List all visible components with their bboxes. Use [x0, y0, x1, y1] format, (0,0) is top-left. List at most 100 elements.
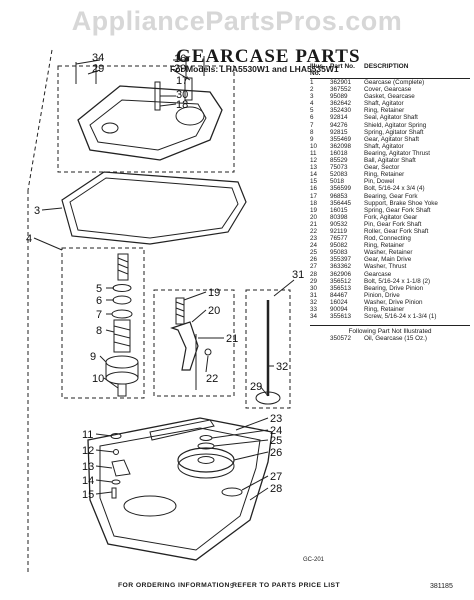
part-number: 80398: [330, 213, 348, 221]
part-description: Spring, Agitator Shaft: [364, 128, 424, 136]
part-number: 355469: [330, 135, 352, 143]
part-description: Ball, Agitator Shaft: [364, 157, 416, 165]
part-description: Gear, Main Drive: [364, 256, 412, 264]
illus-number: 33: [310, 306, 318, 313]
illus-number: 3: [310, 93, 314, 101]
part-number: 362642: [330, 100, 352, 108]
part-description: Shield, Agitator Spring: [364, 121, 427, 129]
part-number: 95083: [330, 249, 348, 257]
illus-number: 2: [310, 86, 314, 94]
callout-26: 26: [270, 447, 282, 459]
part-description: Screw, 5/16-24 x 1-3/4 (1): [364, 313, 437, 321]
callout-18: 18: [176, 99, 188, 111]
part-description: Cover, Gearcase: [364, 86, 412, 94]
callout-9: 9: [90, 351, 96, 363]
illus-number: 29: [310, 277, 318, 285]
part-description: Ring, Retainer: [364, 306, 405, 313]
part-description: Bearing, Agitator Thrust: [364, 149, 431, 157]
part-number: 92814: [330, 114, 348, 122]
part-number: 355397: [330, 256, 352, 264]
illus-number: 12: [310, 157, 318, 165]
part-description: Spring, Gear Fork Shaft: [364, 206, 431, 214]
part-description: Pin, Gear Fork Shaft: [364, 220, 422, 228]
illus-number: 5: [310, 107, 314, 115]
illus-number: 28: [310, 270, 318, 278]
callout-12: 12: [82, 445, 94, 457]
illus-number: 24: [310, 242, 318, 250]
callout-14: 14: [82, 475, 94, 487]
part-number: 16015: [330, 206, 348, 214]
illus-number: 18: [310, 199, 318, 207]
part-description: Gear, Agitator Shaft: [364, 135, 419, 143]
part-number: 90532: [330, 220, 348, 228]
part-description: Bolt, 5/16-24 x 3/4 (4): [364, 185, 425, 193]
callout-29-pinion: 29: [250, 381, 262, 393]
part-description: Pinion, Drive: [364, 291, 400, 299]
callout-6: 6: [96, 295, 102, 307]
callout-29-right: 29: [174, 63, 186, 75]
part-number: 362901: [330, 79, 352, 86]
illus-number: 23: [310, 235, 318, 243]
part-number: 367552: [330, 86, 352, 94]
callout-17: 17: [176, 75, 188, 87]
part-description: Fork, Agitator Gear: [364, 213, 418, 221]
part-number: 362098: [330, 142, 352, 150]
part-number: 96853: [330, 192, 348, 200]
part-description: Shaft, Agitator: [364, 100, 404, 108]
callout-5: 5: [96, 283, 102, 295]
not-illustrated-header: Following Part Not Illustrated: [310, 325, 470, 335]
part-number: 350572: [330, 335, 352, 343]
header-illus: Illus. No.: [310, 63, 325, 77]
part-description: Ring, Retainer: [364, 242, 405, 250]
part-number: 363362: [330, 263, 352, 271]
part-number: 92119: [330, 227, 348, 235]
callout-29-left: 29: [92, 63, 104, 75]
part-number: 356445: [330, 199, 352, 207]
part-number: 5018: [330, 178, 345, 186]
illus-number: 14: [310, 171, 318, 179]
illus-number: 8: [310, 128, 314, 136]
diagram-code: GC-201: [303, 557, 325, 563]
page-number: 9: [230, 583, 234, 590]
illus-number: 34: [310, 313, 318, 321]
table-row: 34 355613 Screw, 5/16-24 x 1-3/4 (1): [310, 313, 470, 320]
callout-3: 3: [34, 205, 40, 217]
part-description: Support, Brake Shoe Yoke: [364, 199, 438, 207]
illus-number: 22: [310, 227, 318, 235]
part-number: 355613: [330, 313, 352, 321]
illus-number: 26: [310, 256, 318, 264]
illus-number: 15: [310, 178, 318, 186]
part-number: 52083: [330, 171, 348, 179]
part-description: Pin, Dowel: [364, 178, 395, 186]
table-row: 18 356445 Support, Brake Shoe Yoke: [310, 200, 470, 207]
part-number: 75073: [330, 164, 348, 172]
callout-19: 19: [208, 287, 220, 299]
document-number: 381185: [430, 583, 453, 590]
part-number: 362906: [330, 270, 352, 278]
illus-number: 32: [310, 298, 318, 306]
header-part: Part No.: [330, 63, 355, 70]
not-illustrated-row: 350572 Oil, Gearcase (15 Oz.): [310, 335, 470, 342]
part-number: 76577: [330, 235, 348, 243]
